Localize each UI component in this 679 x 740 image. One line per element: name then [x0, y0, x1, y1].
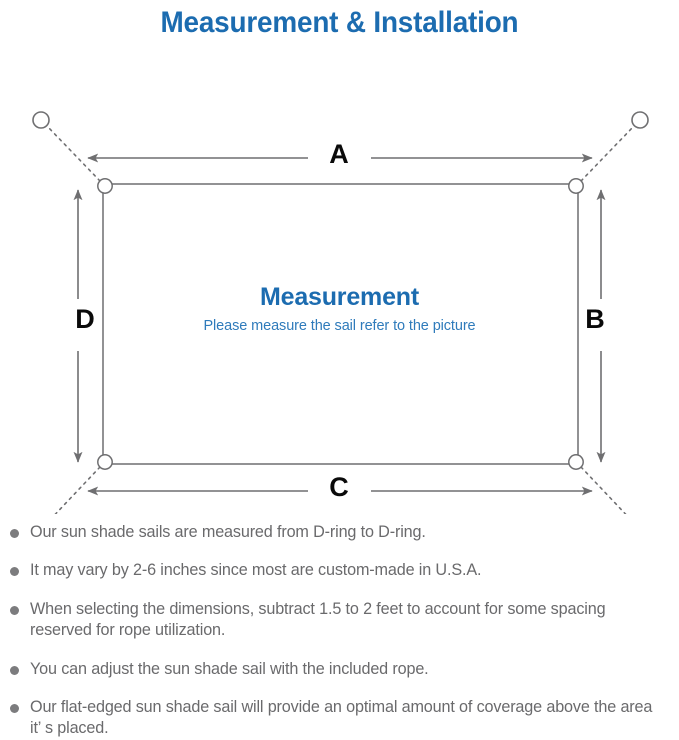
bullet-icon — [10, 665, 19, 675]
page-title: Measurement & Installation — [160, 6, 519, 39]
list-item: When selecting the dimensions, subtract … — [10, 599, 665, 642]
d-ring-bottom-right — [568, 454, 584, 470]
d-ring-top-right — [568, 178, 584, 194]
dimension-label-c: C — [329, 472, 349, 502]
dimension-label-a: A — [329, 139, 349, 169]
list-item: Our sun shade sails are measured from D-… — [10, 522, 665, 543]
d-ring-group — [97, 178, 584, 470]
bullet-icon — [10, 567, 19, 577]
diagram-canvas — [32, 111, 649, 514]
list-item: It may vary by 2-6 inches since most are… — [10, 560, 665, 581]
note-text: When selecting the dimensions, subtract … — [30, 599, 606, 640]
d-ring-bottom-left — [97, 454, 113, 470]
list-item: Our flat-edged sun shade sail will provi… — [10, 697, 665, 740]
notes-list: Our sun shade sails are measured from D-… — [0, 522, 679, 740]
list-item: You can adjust the sun shade sail with t… — [10, 659, 665, 680]
anchor-point-top-right — [631, 111, 649, 129]
bullet-icon — [10, 529, 19, 538]
note-text: You can adjust the sun shade sail with t… — [30, 659, 429, 678]
anchor-point-top-left — [32, 111, 50, 129]
bullet-icon — [10, 605, 19, 615]
dimension-label-b: B — [585, 304, 605, 334]
note-text: Our sun shade sails are measured from D-… — [30, 523, 426, 541]
rope-lines — [46, 125, 635, 514]
dimension-label-d: D — [75, 304, 95, 334]
sail-rectangle — [102, 183, 579, 465]
note-text: It may vary by 2-6 inches since most are… — [30, 561, 482, 580]
page-header: Measurement & Installation — [0, 0, 679, 44]
anchor-point-group — [32, 111, 649, 129]
measurement-diagram: A B C D Measurement Please measure the s… — [0, 44, 679, 514]
note-text: Our flat-edged sun shade sail will provi… — [30, 697, 653, 738]
bullet-icon — [10, 703, 19, 713]
d-ring-top-left — [97, 178, 113, 194]
